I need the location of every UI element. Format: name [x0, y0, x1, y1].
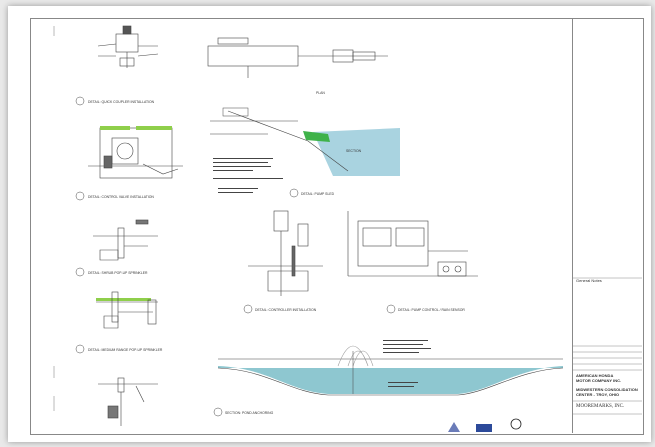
project-line2: CENTER - TROY, OHIO — [576, 392, 620, 397]
medium-range-detail — [96, 291, 158, 329]
firm-name: MOOREMARKS, INC. — [576, 404, 625, 409]
shrub-popup-detail — [93, 219, 158, 261]
sheet-border — [30, 18, 644, 435]
plan-label: PLAN — [316, 91, 325, 95]
title-block-grid — [572, 277, 642, 415]
quick-coupler-title: DETAIL: QUICK COUPLER INSTALLATION — [88, 100, 155, 104]
quick-coupler-detail — [97, 25, 159, 68]
controller-title: DETAIL: CONTROLLER INSTALLATION — [255, 308, 317, 312]
pond-section-title: SECTION: POND ANCHORING — [225, 411, 274, 415]
section-label: SECTION — [346, 149, 362, 153]
pump-sled-notes — [213, 158, 283, 193]
pond-notes — [383, 340, 431, 387]
general-notes-label: General Notes — [576, 278, 602, 283]
shrub-popup-title: DETAIL: SHRUB POP-UP SPRINKLER — [88, 271, 148, 275]
control-valve-detail — [88, 126, 183, 179]
pond-section — [217, 345, 564, 396]
bottom-logos — [448, 418, 522, 432]
pump-sled-section — [210, 107, 400, 176]
title-block — [572, 18, 643, 433]
pump-sled-title: DETAIL: PUMP SLED — [301, 192, 335, 196]
client-line2: MOTOR COMPANY INC. — [576, 378, 622, 383]
drawing-canvas: DETAIL: QUICK COUPLER INSTALLATION DETAI… — [53, 25, 642, 432]
control-valve-title: DETAIL: CONTROL VALVE INSTALLATION — [88, 195, 154, 199]
drawing-sheet: DETAIL: QUICK COUPLER INSTALLATION DETAI… — [8, 6, 651, 442]
controller-detail — [248, 210, 323, 296]
pump-control-title: DETAIL: PUMP CONTROL / RAIN SENSOR — [398, 308, 465, 312]
medium-range-title: DETAIL: MEDIUM RANGE POP-UP SPRINKLER — [88, 348, 163, 352]
pump-control-detail — [347, 211, 478, 277]
client-line1: AMERICAN HONDA — [576, 373, 614, 378]
bottom-left-detail — [98, 377, 158, 426]
project-line1: MIDWESTERN CONSOLIDATION — [576, 387, 638, 392]
pump-plan-view — [207, 37, 388, 78]
